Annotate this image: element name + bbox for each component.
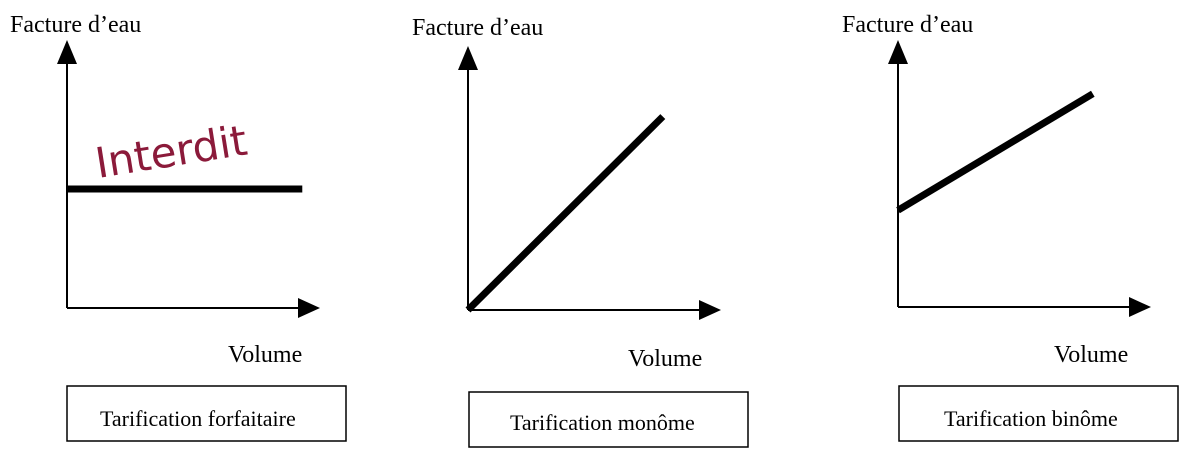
y-axis-arrow: [57, 40, 77, 64]
chart-panel-binome: Facture d’eau Volume Tarification binôme: [842, 12, 1179, 442]
y-axis-label: Facture d’eau: [412, 15, 543, 41]
caption-box: [66, 385, 347, 442]
x-axis-arrow: [1129, 297, 1151, 317]
x-axis-arrow: [298, 298, 320, 318]
x-axis-arrow: [699, 300, 721, 320]
chart-panel-forfaitaire: Facture d’eau Volume Interdit Tarificati…: [10, 12, 347, 442]
chart-panel-monome: Facture d’eau Volume Tarification monôme: [412, 15, 749, 448]
caption-binome: Tarification binôme: [944, 406, 1118, 431]
y-axis-label: Facture d’eau: [842, 12, 973, 38]
caption-monome: Tarification monôme: [510, 410, 695, 435]
x-axis-label: Volume: [228, 342, 302, 368]
x-axis-label: Volume: [1054, 342, 1128, 368]
caption-box: [468, 391, 749, 448]
caption-box: [898, 385, 1179, 442]
series-line-binome: [896, 90, 1095, 214]
x-axis-label: Volume: [628, 346, 702, 372]
y-axis-label: Facture d’eau: [10, 12, 141, 38]
y-axis-arrow: [888, 40, 908, 64]
series-line-monome: [465, 114, 666, 313]
interdit-stamp: Interdit: [92, 116, 250, 188]
y-axis-arrow: [458, 46, 478, 70]
caption-forfaitaire: Tarification forfaitaire: [100, 406, 296, 431]
